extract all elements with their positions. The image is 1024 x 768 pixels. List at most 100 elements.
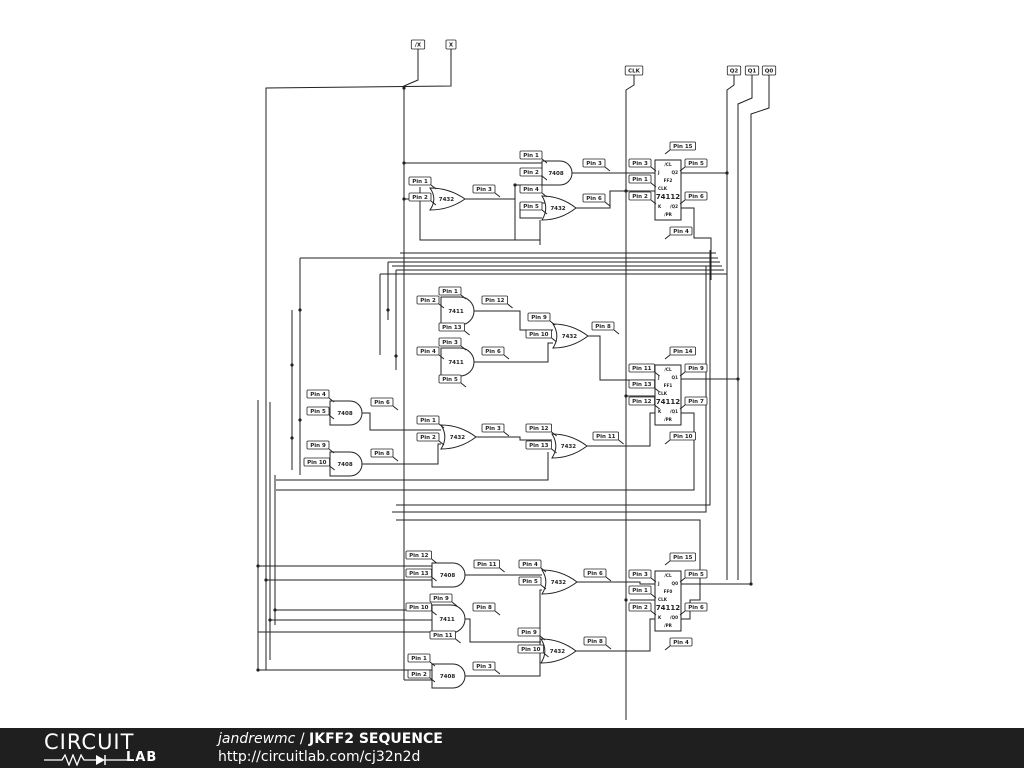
pin-label: Pin 1 (519, 150, 548, 164)
pin-label-text: Pin 4 (420, 349, 436, 355)
pin-label: Pin 6 (582, 193, 611, 207)
gate-7408-g11: 7408 (431, 562, 466, 588)
pin-label: Pin 1 (628, 174, 657, 188)
author-link[interactable]: jandrewmc (218, 731, 296, 747)
pin-label: Pin 4 (664, 226, 693, 240)
junction-dot (268, 618, 272, 622)
pin-label-text: Pin 12 (529, 426, 549, 432)
pin-label: Pin 2 (628, 191, 657, 205)
pin-label: Pin 5 (438, 374, 467, 388)
pin-label-text: Pin 12 (632, 399, 652, 405)
pin-label-text: Pin 2 (632, 605, 648, 611)
svg-text:7432: 7432 (550, 206, 565, 212)
pin-label-text: Pin 12 (409, 553, 429, 559)
pin-label-text: Pin 13 (442, 325, 462, 331)
svg-text:74112: 74112 (656, 398, 680, 406)
pin-label-text: Pin 9 (310, 443, 326, 449)
pin-label-text: Pin 7 (688, 399, 704, 405)
resistor-diode-icon (44, 754, 128, 766)
pin-label-text: Pin 8 (476, 605, 492, 611)
svg-text:FF0: FF0 (664, 589, 673, 594)
pin-label: Pin 6 (370, 397, 399, 411)
pin-label: Pin 3 (628, 569, 657, 583)
gate-7408-g1: 7408 (541, 160, 573, 186)
junction-dot (264, 578, 268, 582)
pin-label-text: Pin 1 (412, 179, 428, 185)
svg-text:7408: 7408 (548, 171, 563, 177)
svg-text:74112: 74112 (656, 604, 680, 612)
pin-label: Pin 8 (472, 602, 501, 616)
svg-text:7408: 7408 (337, 462, 352, 468)
junction-dot (394, 354, 398, 358)
pin-label-text: Pin 2 (420, 298, 436, 304)
pin-label: Pin 9 (429, 593, 458, 607)
pin-label: Pin 3 (438, 337, 467, 351)
pin-label-text: Pin 6 (587, 571, 603, 577)
junction-dot (402, 197, 406, 201)
pin-label-text: Pin 13 (409, 571, 429, 577)
net-label-clk: CLK (624, 65, 644, 76)
net-label-q2: Q2 (726, 65, 742, 76)
svg-text:Q0: Q0 (672, 581, 679, 586)
pin-label-text: Pin 3 (586, 161, 602, 167)
pin-label: Pin 9 (679, 363, 708, 377)
gate-7432-g3: 7432 (541, 195, 577, 221)
wire (392, 266, 707, 513)
pin-label: Pin 11 (429, 630, 461, 644)
pin-label: Pin 3 (628, 158, 657, 172)
svg-text:/CL: /CL (664, 367, 672, 372)
circuit-url[interactable]: http://circuitlab.com/cj32n2d (218, 749, 421, 765)
pin-label: Pin 3 (481, 423, 510, 437)
wire (465, 618, 541, 643)
svg-text:J: J (657, 581, 660, 586)
wire (396, 519, 701, 620)
pin-label-text: Pin 1 (411, 656, 427, 662)
pin-label-text: Pin 9 (433, 596, 449, 602)
pin-label-text: Pin 1 (632, 177, 648, 183)
pin-label-text: Pin 9 (688, 366, 704, 372)
junction-dot (749, 582, 753, 586)
pin-label-text: Pin 5 (310, 409, 326, 415)
svg-text:7408: 7408 (440, 573, 455, 579)
pin-label: Pin 2 (628, 602, 657, 616)
svg-text:J: J (657, 170, 660, 175)
circuit-title: JKFF2 SEQUENCE (309, 731, 443, 747)
pin-label: Pin 1 (628, 585, 657, 599)
svg-text:/CL: /CL (664, 162, 672, 167)
pin-label-text: Pin 5 (688, 572, 704, 578)
wire (362, 443, 441, 465)
svg-text:/PR: /PR (664, 417, 673, 422)
pin-label-text: Pin 9 (521, 630, 537, 636)
junction-dot (402, 86, 406, 90)
svg-text:/Q1: /Q1 (670, 409, 678, 414)
svg-text:74112: 74112 (656, 193, 680, 201)
circuitlab-logo[interactable]: CIRCUIT LAB (40, 730, 180, 766)
svg-text:7411: 7411 (448, 360, 463, 366)
pin-label: Pin 3 (582, 158, 611, 172)
wire (476, 436, 552, 441)
pin-label: Pin 4 (518, 559, 547, 573)
pin-label-text: Pin 3 (442, 340, 458, 346)
pin-label: Pin 8 (370, 448, 399, 462)
wire (737, 75, 753, 580)
pin-label: Pin 12 (628, 396, 660, 410)
pin-label: Pin 9 (517, 627, 546, 641)
pin-label-text: Pin 10 (673, 434, 693, 440)
gate-7432-g9: 7432 (551, 433, 588, 459)
svg-text:/Q2: /Q2 (670, 204, 678, 209)
pin-label: Pin 6 (679, 191, 708, 205)
junction-dot (256, 564, 260, 568)
pin-label-text: Pin 6 (688, 194, 704, 200)
wire (750, 75, 770, 583)
svg-text:/CL: /CL (664, 573, 672, 578)
pin-label: Pin 5 (519, 201, 548, 215)
svg-text:CLK: CLK (628, 69, 641, 75)
pin-label-text: Pin 10 (521, 647, 541, 653)
pin-label: Pin 6 (481, 346, 510, 360)
pin-label-text: Pin 11 (632, 366, 652, 372)
pin-label: Pin 12 (405, 550, 437, 564)
pin-label: Pin 5 (679, 158, 708, 172)
